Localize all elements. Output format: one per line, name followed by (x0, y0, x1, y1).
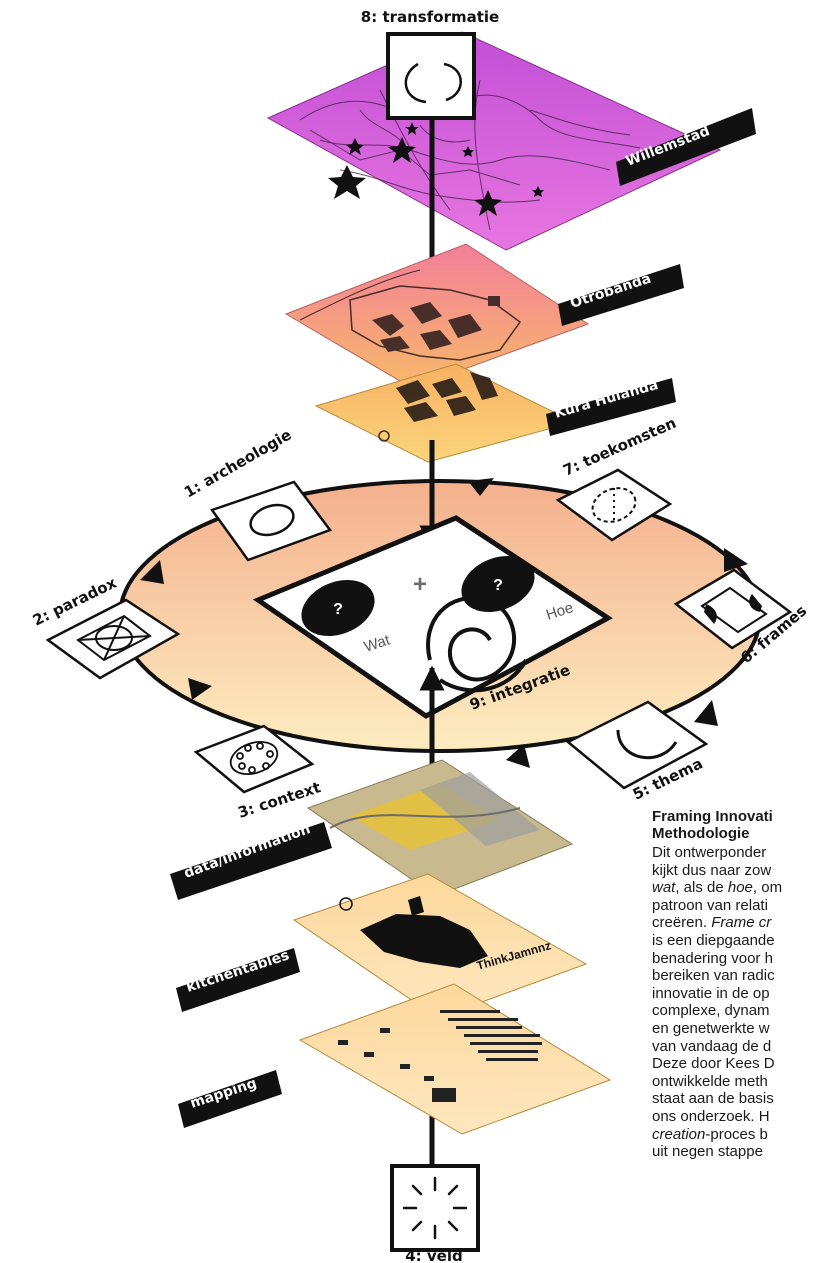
layer-kitchentables: ThinkJamnnz kitchentables (176, 874, 586, 1018)
body-text: Dit ontwerponder (652, 844, 766, 861)
layer-otrobanda: Otrobanda (286, 244, 684, 388)
body-line: ons onderzoek. H (652, 1108, 832, 1126)
body-line: creëren. Frame cr (652, 914, 832, 932)
body-text: -proces b (705, 1126, 768, 1143)
layer-mapping: mapping (178, 984, 610, 1134)
body-line: creation-proces b (652, 1126, 832, 1144)
heading-line-1: Framing Innovati (652, 808, 773, 825)
plus-sign: + (413, 571, 427, 598)
body-line: innovatie in de op (652, 985, 832, 1003)
body-text: kijkt dus naar zow (652, 862, 771, 879)
body-line: complexe, dynam (652, 1002, 832, 1020)
body-text: ons onderzoek. H (652, 1108, 770, 1125)
body-line: benadering voor h (652, 950, 832, 968)
body-text: bereiken van radic (652, 967, 775, 984)
data-information-tag: data/information (170, 821, 332, 900)
body-line: van vandaag de d (652, 1038, 832, 1056)
body-text: is een diepgaande (652, 932, 775, 949)
body-text: , om (753, 879, 782, 896)
methodology-text-panel: Framing Innovati Methodologie Dit ontwer… (652, 808, 832, 1263)
kitchentables-tag: kitchentables (176, 947, 300, 1012)
layer-willemstad: Willemstad (268, 32, 756, 250)
body-line: uit negen stappe (652, 1143, 832, 1161)
methodology-heading: Framing Innovati Methodologie (652, 808, 832, 842)
body-line: ontwikkelde meth (652, 1073, 832, 1091)
body-text: innovatie in de op (652, 985, 770, 1002)
body-line: Dit ontwerponder (652, 844, 832, 862)
body-text: ontwikkelde meth (652, 1073, 768, 1090)
step-4-veld: 4: veld (392, 1166, 478, 1263)
body-line: bereiken van radic (652, 967, 832, 985)
mapping-tag: mapping (178, 1070, 282, 1128)
body-text: van vandaag de d (652, 1038, 771, 1055)
body-text: complexe, dynam (652, 1002, 770, 1019)
body-text: patroon van relati (652, 897, 768, 914)
body-text: Deze door Kees D (652, 1055, 775, 1072)
body-text: uit negen stappe (652, 1143, 763, 1160)
body-line: is een diepgaande (652, 932, 832, 950)
question-mark-left: ? (333, 601, 343, 618)
step-3-context: 3: context (196, 726, 323, 822)
italic-term: Frame cr (711, 914, 771, 931)
body-line: kijkt dus naar zow (652, 862, 832, 880)
body-line: wat, als de hoe, om (652, 879, 832, 897)
italic-term: creation (652, 1126, 705, 1143)
body-text: staat aan de basis (652, 1090, 774, 1107)
otrobanda-tag: Otrobanda (558, 264, 684, 326)
italic-term: wat (652, 879, 675, 896)
body-text: creëren. (652, 914, 711, 931)
body-text: , als de (675, 879, 728, 896)
body-line: en genetwerkte w (652, 1020, 832, 1038)
step-4-label: 4: veld (405, 1247, 463, 1263)
italic-term: hoe (728, 879, 753, 896)
body-line: Deze door Kees D (652, 1055, 832, 1073)
heading-line-2: Methodologie (652, 825, 750, 842)
body-text: en genetwerkte w (652, 1020, 770, 1037)
body-line: patroon van relati (652, 897, 832, 915)
body-line: staat aan de basis (652, 1090, 832, 1108)
body-text: benadering voor h (652, 950, 773, 967)
question-mark-right: ? (493, 577, 503, 594)
step-8-label: 8: transformatie (361, 8, 499, 26)
